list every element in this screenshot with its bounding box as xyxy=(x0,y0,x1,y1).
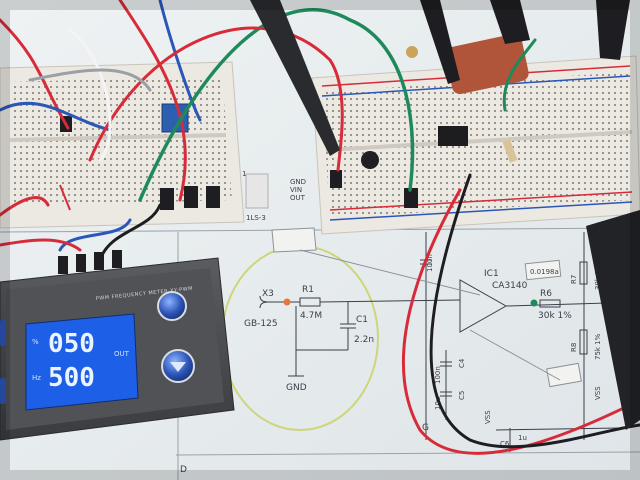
reg-pin-out: OUT xyxy=(290,194,306,202)
probe-clips xyxy=(250,0,640,430)
black-connector-3 xyxy=(184,186,198,208)
transistor xyxy=(361,151,379,169)
duty-digits: 050 xyxy=(48,329,95,359)
x3-label: X3 xyxy=(262,289,274,299)
right-breadboard xyxy=(311,55,640,235)
c6-value: 1u xyxy=(518,434,527,442)
freq-digits: 500 xyxy=(48,363,95,393)
r8-value: 75k 1% xyxy=(594,333,602,360)
ceramic-capacitor xyxy=(406,46,418,58)
black-connector-4 xyxy=(206,186,220,208)
resistor xyxy=(502,139,518,163)
left-side-button-1[interactable] xyxy=(0,320,6,346)
reg-pin-gnd: GND xyxy=(290,178,306,186)
black-connector-6 xyxy=(330,170,342,188)
reg-label: 1 xyxy=(242,170,246,178)
device-terminal-3 xyxy=(94,252,104,270)
cap-top-value: 100n xyxy=(426,254,434,272)
reg-part: 1LS-3 xyxy=(246,214,266,222)
c4-value: 100n xyxy=(434,366,442,384)
ic1-label: IC1 xyxy=(484,269,499,279)
pwm-frequency-meter: PWM FREQUENCY METER XY-PWM % 050 Hz 500 … xyxy=(0,250,235,441)
lcd-screen xyxy=(25,313,139,411)
header-block xyxy=(245,173,269,209)
r6-label: R6 xyxy=(540,289,552,299)
r1-value: 4.7M xyxy=(300,311,322,321)
crystal-part-label: GB-125 xyxy=(244,319,278,329)
ic-chip xyxy=(438,126,468,146)
vss-label-2: VSS xyxy=(594,386,602,400)
device-terminal-1 xyxy=(58,256,68,274)
gnd-label: GND xyxy=(286,383,307,393)
r1-label: R1 xyxy=(302,285,314,295)
c6-label: C6 xyxy=(500,440,510,448)
freq-unit: Hz xyxy=(32,374,41,382)
out-label: OUT xyxy=(114,350,130,358)
r8-label: R8 xyxy=(570,343,578,352)
up-button[interactable] xyxy=(157,291,187,321)
device-terminal-2 xyxy=(76,254,86,272)
ic1-part: CA3140 xyxy=(492,281,528,291)
r7-label: R7 xyxy=(570,275,578,284)
c4-label: C4 xyxy=(458,358,466,368)
device-terminal-4 xyxy=(112,250,122,268)
black-connector-2 xyxy=(160,188,174,210)
border-letter-d: D xyxy=(180,465,187,475)
reg-pin-vin: VIN xyxy=(290,186,302,194)
duty-unit: % xyxy=(32,338,39,346)
r6-value: 30k 1% xyxy=(538,311,572,321)
chevron-down-icon xyxy=(170,362,186,372)
left-side-button-2[interactable] xyxy=(0,378,6,404)
c5-label: C5 xyxy=(458,391,466,400)
c1-value: 2.2n xyxy=(354,335,374,345)
voltage-tag: 0.0198a xyxy=(530,268,559,276)
probe-tags: 0.0198a xyxy=(271,227,582,388)
border-letter-g: G xyxy=(422,423,429,433)
black-connector-5 xyxy=(404,188,418,208)
c1-label: C1 xyxy=(356,315,368,325)
vss-label: VSS xyxy=(484,410,492,424)
